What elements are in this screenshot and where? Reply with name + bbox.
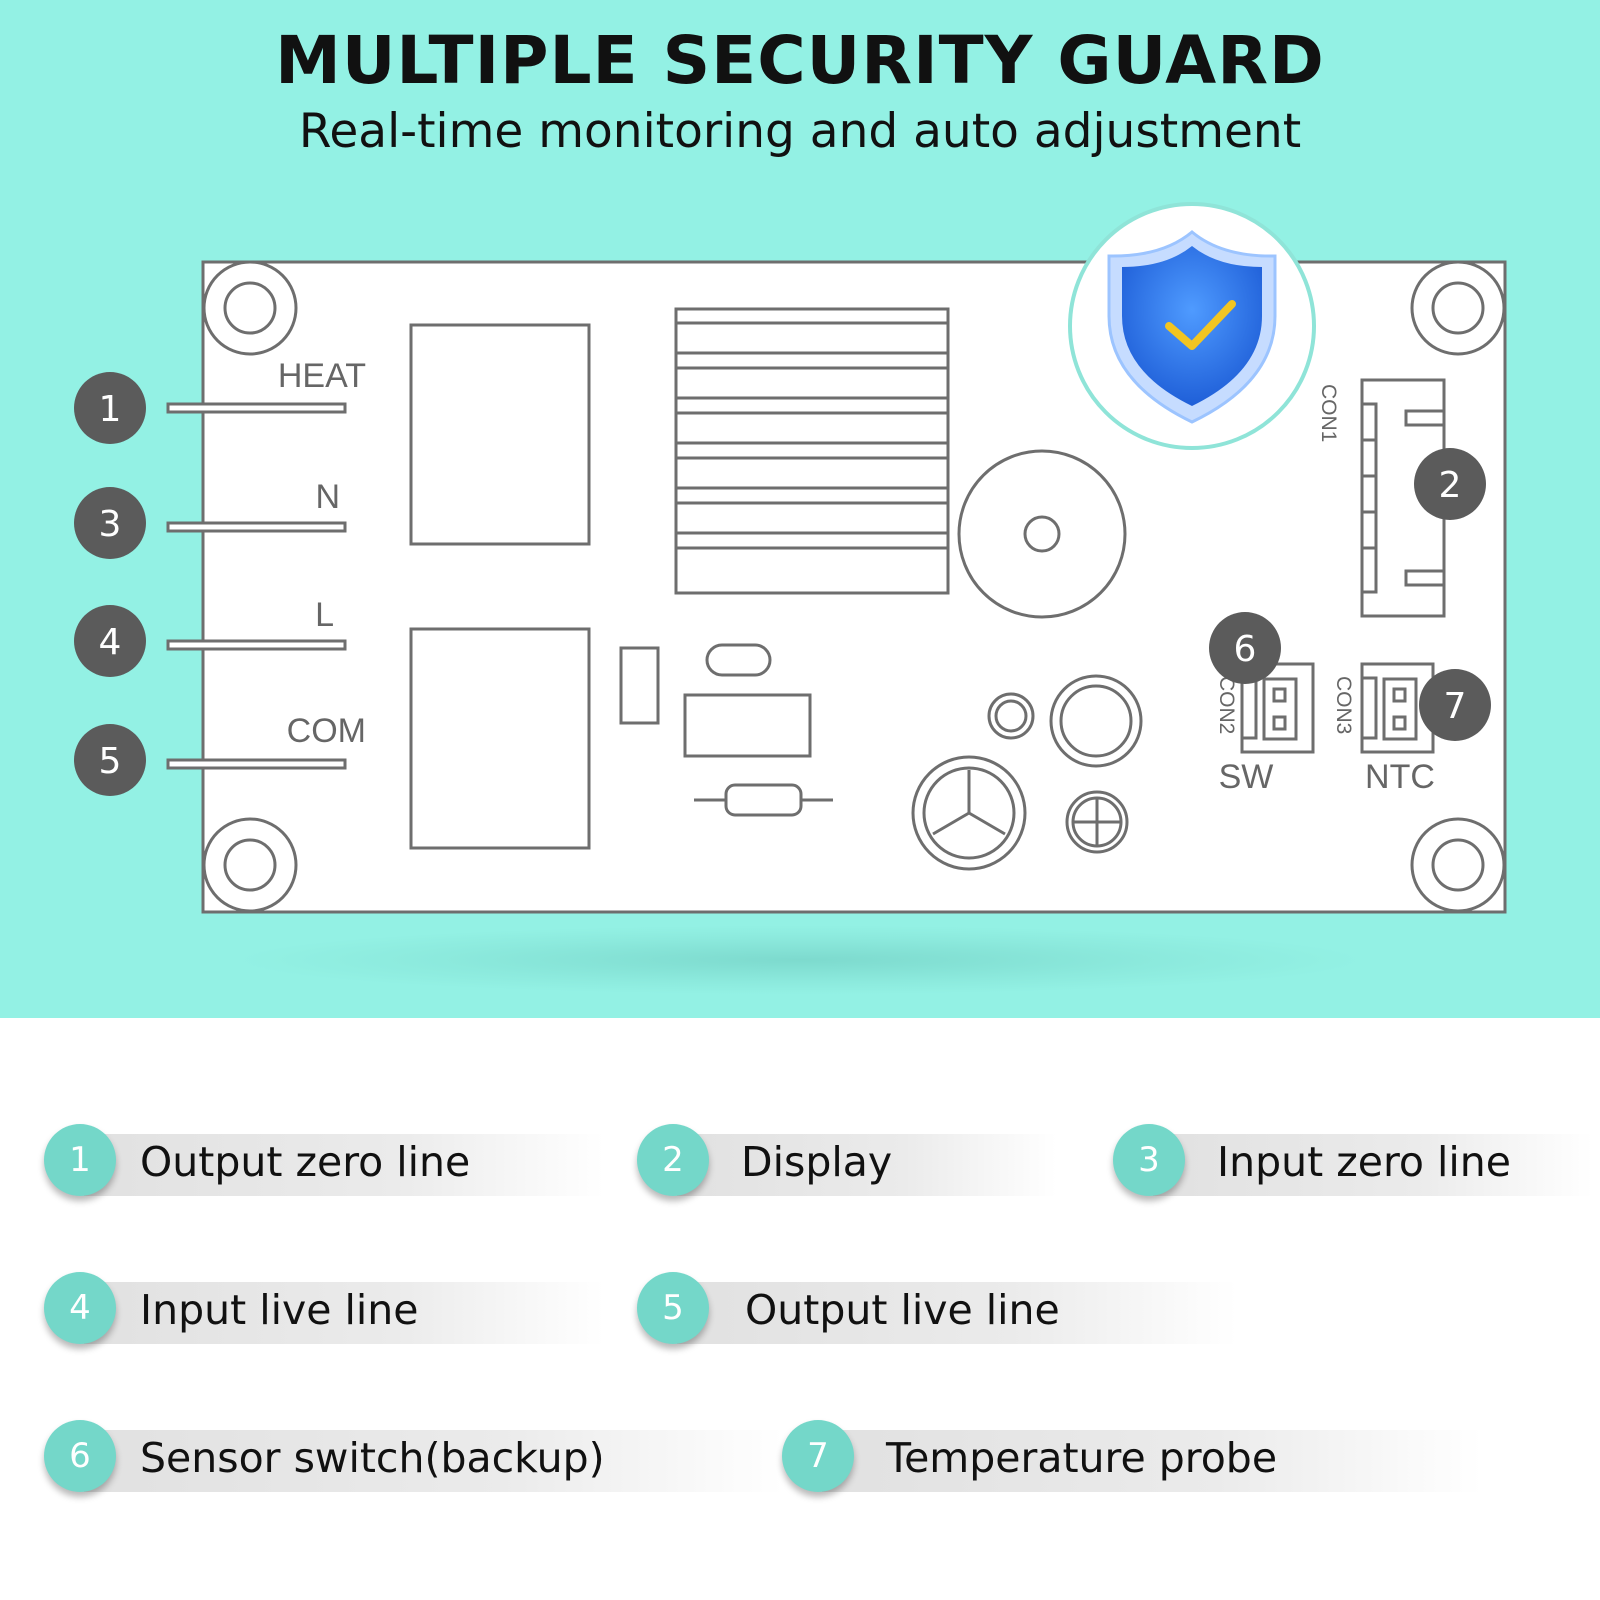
relay-bottom [409,627,591,850]
ic-chip [683,693,812,758]
electrolytic-capacitor [1049,674,1143,768]
mounting-holes [202,260,1506,913]
con3-label: CON3 [1332,676,1355,734]
buzzer-center [1023,515,1061,553]
circuit-board-diagram: HEAT N L COM [74,202,1507,914]
legend-label-3: Input zero line [1217,1138,1512,1186]
marker-6: 6 [1209,612,1281,684]
potentiometer-wiper [932,770,1006,836]
small-capacitor-inner [994,699,1028,733]
legend-number-4: 4 [44,1272,116,1344]
legend-label-7: Temperature probe [886,1434,1278,1482]
trimmer [1065,790,1129,854]
legend-number-1: 1 [44,1124,116,1196]
potentiometer [911,755,1027,871]
marker-5: 5 [74,724,146,796]
marker-1: 1 [74,372,146,444]
marker-7: 7 [1419,669,1491,741]
mounting-hole-inner [223,281,277,335]
crystal-oscillator [705,643,772,677]
marker-1-number: 1 [99,389,122,430]
legend-bar [677,1134,1057,1196]
terminal-pin-l [166,639,347,651]
legend-number-6: 6 [44,1420,116,1492]
marker-2: 2 [1414,448,1486,520]
electrolytic-capacitor-inner [1059,684,1133,758]
legend-label-2: Display [741,1138,893,1186]
legend-label-5: Output live line [745,1286,1060,1334]
potentiometer-inner [922,766,1016,860]
marker-3: 3 [74,487,146,559]
sw-label: SW [1219,758,1274,796]
buzzer [957,449,1127,619]
legend-bar [84,1134,604,1196]
legend-bar [1153,1134,1593,1196]
marker-2-number: 2 [1439,465,1462,506]
legend-label-4: Input live line [140,1286,419,1334]
relay-top [409,323,591,546]
mounting-hole-inner [223,838,277,892]
terminal-pin-heat [166,402,347,414]
terminal-label-com: COM [287,712,366,750]
marker-4-number: 4 [99,622,122,663]
terminal-pin-n [166,521,347,533]
marker-4: 4 [74,605,146,677]
page-subtitle: Real-time monitoring and auto adjustment [298,104,1302,159]
con2-label: CON2 [1215,676,1238,734]
legend-number-5: 5 [637,1272,709,1344]
legend-bar [822,1430,1482,1492]
terminal-pin-com [166,758,347,770]
legend-number-7: 7 [782,1420,854,1492]
legend-label-6: Sensor switch(backup) [140,1434,605,1482]
shield-check-icon [1068,202,1316,450]
marker-6-number: 6 [1234,629,1257,670]
heatsink [674,307,950,595]
mounting-hole-inner [1431,281,1485,335]
legend-label-1: Output zero line [140,1138,471,1186]
marker-3-number: 3 [99,504,122,545]
fuse-component [619,646,660,725]
legend-number-2: 2 [637,1124,709,1196]
con1-label: CON1 [1317,384,1340,442]
legend-bar [84,1430,784,1492]
ntc-label: NTC [1365,758,1435,796]
trimmer-cross [1073,798,1121,846]
small-capacitor [987,692,1035,740]
legend-number-3: 3 [1113,1124,1185,1196]
legend-bar [84,1282,604,1344]
terminal-label-n: N [315,478,340,516]
page-title: MULTIPLE SECURITY GUARD [275,22,1325,99]
marker-7-number: 7 [1444,686,1467,727]
mounting-hole-inner [1431,838,1485,892]
marker-5-number: 5 [99,741,122,782]
terminal-label-l: L [315,596,334,634]
terminal-label-heat: HEAT [278,357,366,395]
legend-bar [677,1282,1237,1344]
resistor [724,783,803,817]
board-shadow [230,925,1370,995]
